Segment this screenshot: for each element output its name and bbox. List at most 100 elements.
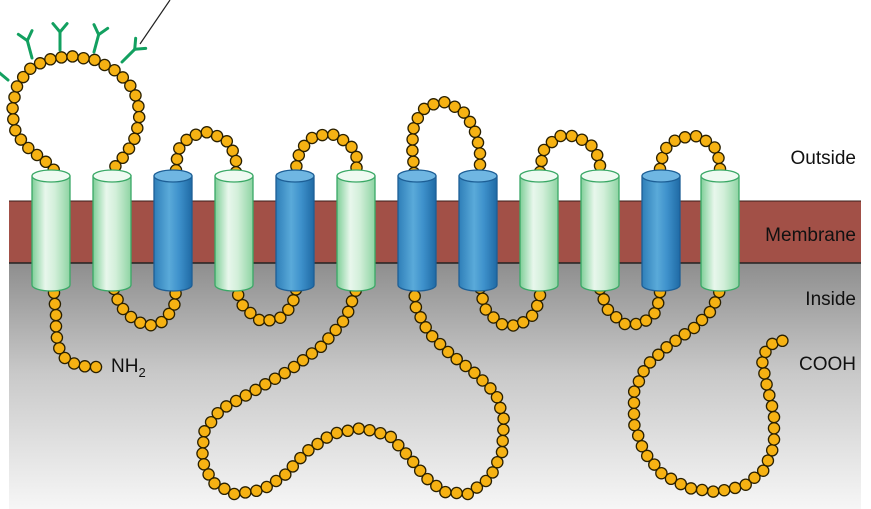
amino-acid-residue <box>660 341 673 354</box>
amino-acid-residue <box>249 383 262 397</box>
amino-acid-residue <box>635 439 649 453</box>
amino-acid-residue <box>660 141 673 155</box>
amino-acid-residue <box>9 124 22 137</box>
amino-acid-residue <box>491 455 504 469</box>
amino-acid-residue <box>655 466 668 480</box>
amino-acid-residue <box>461 487 475 501</box>
helix-cap <box>336 169 376 183</box>
glycan-branch <box>92 23 110 54</box>
helix-body <box>397 175 437 292</box>
amino-acid-residue <box>66 50 79 63</box>
amino-acid-residue <box>468 125 482 139</box>
helix-body <box>214 175 254 292</box>
amino-acid-residue <box>305 131 319 145</box>
amino-acid-residue <box>263 314 276 327</box>
amino-acid-residue <box>226 144 239 158</box>
amino-acid-residue <box>699 134 713 148</box>
helix-10 <box>580 169 620 292</box>
amino-acid-residue <box>648 458 661 471</box>
annotation-pointer-line <box>139 0 171 45</box>
helix-cap <box>275 169 315 183</box>
amino-acid-residue <box>516 316 530 329</box>
amino-acid-residue <box>535 154 548 168</box>
amino-acid-residue <box>287 294 300 307</box>
amino-acid-residue <box>407 155 420 168</box>
amino-acid-residue <box>627 407 641 421</box>
amino-acid-residue <box>459 359 472 373</box>
amino-acid-residue <box>22 141 35 155</box>
amino-acid-residue <box>664 472 678 486</box>
amino-acid-residue <box>637 365 650 378</box>
helix-cap <box>214 169 254 183</box>
helix-3 <box>153 169 193 292</box>
amino-acid-residue <box>244 306 257 320</box>
amino-acid-residue <box>470 481 484 494</box>
amino-acid-residue <box>406 455 420 469</box>
amino-acid-residue <box>341 424 355 438</box>
amino-acid-residue <box>311 437 324 451</box>
amino-acid-residue <box>450 352 463 366</box>
helix-2 <box>92 169 132 292</box>
amino-acid-residue <box>327 128 340 141</box>
amino-acid-residue <box>448 100 461 113</box>
amino-acid-residue <box>618 317 632 331</box>
amino-acid-chain <box>6 50 789 501</box>
amino-acid-residue <box>497 423 510 436</box>
amino-acid-residue <box>269 474 283 488</box>
amino-acid-residue <box>494 401 507 415</box>
amino-acid-residue <box>609 310 623 324</box>
helix-5 <box>275 169 315 292</box>
helix-cap <box>700 169 740 183</box>
amino-acid-residue <box>49 308 63 322</box>
amino-acid-residue <box>200 126 214 139</box>
c-terminus-label: COOH <box>799 354 856 375</box>
amino-acid-residue <box>180 133 193 147</box>
amino-acid-residue <box>6 102 19 115</box>
amino-acid-residue <box>124 79 137 93</box>
helix-6 <box>336 169 376 292</box>
amino-acid-residue <box>268 372 282 385</box>
amino-acid-residue <box>116 151 129 165</box>
amino-acid-residue <box>473 147 487 160</box>
amino-acid-residue <box>765 444 779 457</box>
amino-acid-residue <box>134 316 147 329</box>
amino-acid-residue <box>10 80 24 93</box>
amino-acid-residue <box>739 478 752 491</box>
amino-acid-residue <box>287 360 301 374</box>
amino-acid-residue <box>198 425 211 438</box>
helix-cap <box>92 169 132 183</box>
amino-acid-residue <box>14 133 28 146</box>
amino-acid-residue <box>384 430 398 444</box>
amino-acid-residue <box>229 154 243 168</box>
amino-acid-residue <box>765 399 779 413</box>
amino-acid-residue <box>411 111 425 125</box>
inside-region <box>9 263 861 509</box>
helix-12 <box>700 169 740 292</box>
amino-acid-residue <box>67 357 81 370</box>
glycan-branch <box>16 29 34 60</box>
amino-acid-residue <box>525 309 539 322</box>
amino-acid-residue <box>479 303 493 316</box>
amino-acid-residue <box>330 426 344 440</box>
amino-acid-residue <box>196 447 209 460</box>
helix-body <box>700 175 740 292</box>
amino-acid-residue <box>144 318 158 332</box>
amino-acid-residue <box>476 292 489 305</box>
amino-acid-residue <box>129 89 142 102</box>
helix-body <box>458 175 498 292</box>
amino-acid-residue <box>155 315 168 329</box>
amino-acid-residue <box>296 354 310 367</box>
amino-acid-residue <box>297 139 311 153</box>
amino-acid-residue <box>350 150 363 164</box>
amino-acid-residue <box>425 329 439 343</box>
amino-acid-residue <box>316 128 329 142</box>
amino-acid-residue <box>211 406 224 420</box>
amino-acid-residue <box>717 483 731 497</box>
helix-body <box>336 175 376 292</box>
helix-cap <box>580 169 620 183</box>
amino-acid-residue <box>450 486 463 500</box>
amino-acid-residue <box>260 480 273 494</box>
glycosylation-chains <box>0 22 148 82</box>
amino-acid-residue <box>329 323 342 337</box>
